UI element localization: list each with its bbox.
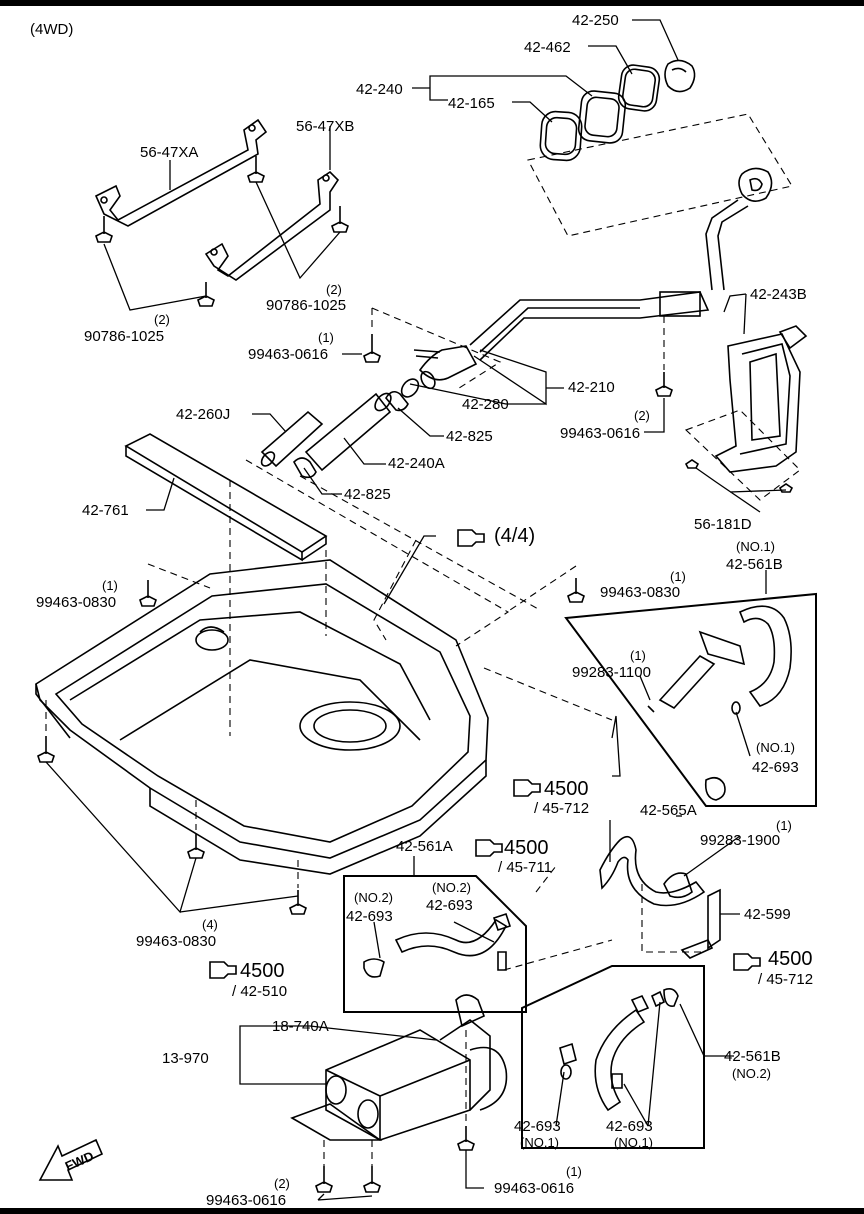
part-18-740A: 18-740A	[272, 1018, 329, 1035]
part-42-825-b: 42-825	[344, 486, 391, 503]
part-42-210: 42-210	[568, 379, 615, 396]
variant-label: (4WD)	[30, 21, 73, 38]
ref-45-712-b: / 45-712	[758, 971, 813, 988]
reference-hand-icon	[209, 529, 761, 979]
part-56-181D: 56-181D	[694, 516, 752, 533]
leader-lines	[45, 19, 787, 1201]
part-42-240A: 42-240A	[388, 455, 445, 472]
ref-42-510: / 42-510	[232, 983, 287, 1000]
part-56-47XA: 56-47XA	[140, 144, 198, 161]
box-42-561B-no1	[564, 592, 817, 807]
part-42-240: 42-240	[356, 81, 403, 98]
part-42-165: 42-165	[448, 95, 495, 112]
no1-a: (NO.1)	[736, 539, 775, 554]
part-42-693-e: 42-693	[606, 1118, 653, 1135]
part-99283-1100: 99283-1100	[572, 664, 651, 681]
ref-4500-c: 4500	[240, 960, 285, 982]
insulator-board	[124, 433, 328, 562]
qty-2-b: (2)	[154, 312, 170, 327]
part-42-561B-b: 42-561B	[724, 1048, 781, 1065]
part-42-280: 42-280	[462, 396, 509, 413]
fwd-label: FWD	[63, 1148, 96, 1174]
fuel-tank	[35, 559, 489, 875]
ref-4500-a: 4500	[544, 778, 589, 800]
ref-4-4: (4/4)	[494, 525, 535, 547]
part-42-243B: 42-243B	[750, 286, 807, 303]
part-56-47XB: 56-47XB	[296, 118, 354, 135]
qty-1-f: (1)	[566, 1164, 582, 1179]
part-42-693-c: 42-693	[426, 897, 473, 914]
part-99463-0616-c: 99463-0616	[494, 1180, 574, 1197]
no1-b: (NO.1)	[756, 740, 795, 755]
qty-2-c: (2)	[634, 408, 650, 423]
part-99463-0830-c: 99463-0830	[136, 933, 216, 950]
part-99463-0830-a: 99463-0830	[36, 594, 116, 611]
part-90786-1025-b: 90786-1025	[84, 328, 164, 345]
fuel-cap-group	[539, 59, 696, 162]
part-42-599: 42-599	[744, 906, 791, 923]
part-42-761: 42-761	[82, 502, 129, 519]
qty-1-c: (1)	[670, 569, 686, 584]
qty-2-a: (2)	[326, 282, 342, 297]
part-42-260J: 42-260J	[176, 406, 230, 423]
part-99463-0616-d: 99463-0616	[206, 1192, 286, 1209]
ref-45-711: / 45-711	[498, 859, 552, 876]
no2-b: (NO.2)	[432, 880, 471, 895]
part-42-250: 42-250	[572, 12, 619, 29]
part-42-565A: 42-565A	[640, 802, 697, 819]
no1-d: (NO.1)	[614, 1135, 653, 1150]
part-99463-0616-a: 99463-0616	[248, 346, 328, 363]
filler-pipe	[413, 113, 793, 390]
box-42-561B-no2	[521, 965, 705, 1149]
qty-1-b: (1)	[102, 578, 118, 593]
part-99463-0830-b: 99463-0830	[600, 584, 680, 601]
part-42-561A: 42-561A	[396, 838, 453, 855]
bolts	[37, 156, 794, 1193]
part-99283-1900: 99283-1900	[700, 832, 780, 849]
qty-2-d: (2)	[274, 1176, 290, 1191]
hoses	[260, 378, 420, 479]
ref-4500-b: 4500	[504, 837, 549, 859]
labels: (4WD) 42-250 42-462 42-240 42-165 56-47X…	[30, 12, 813, 1209]
no1-c: (NO.1)	[520, 1135, 559, 1150]
part-42-462: 42-462	[524, 39, 571, 56]
hose-42-565A	[599, 835, 721, 959]
part-42-561B-a: 42-561B	[726, 556, 783, 573]
qty-1-e: (1)	[776, 818, 792, 833]
part-90786-1025-a: 90786-1025	[266, 297, 346, 314]
mounting-bracket-56-181D	[684, 409, 801, 501]
part-99463-0616-b: 99463-0616	[560, 425, 640, 442]
heat-shield	[714, 325, 808, 473]
ref-4500-d: 4500	[768, 948, 813, 970]
fwd-arrow-icon: FWD	[38, 1138, 104, 1181]
part-42-693-b: 42-693	[346, 908, 393, 925]
qty-4: (4)	[202, 917, 218, 932]
part-13-970: 13-970	[162, 1050, 209, 1067]
no2-a: (NO.2)	[354, 890, 393, 905]
box-42-561A	[343, 875, 527, 1013]
part-42-693-d: 42-693	[514, 1118, 561, 1135]
bottom-border	[0, 1208, 864, 1214]
ref-45-712-a: / 45-712	[534, 800, 589, 817]
charcoal-canister	[290, 994, 508, 1141]
part-42-825-a: 42-825	[446, 428, 493, 445]
guide-lines	[45, 307, 665, 1166]
qty-1-a: (1)	[318, 330, 334, 345]
no2-c: (NO.2)	[732, 1066, 771, 1081]
part-42-693-a: 42-693	[752, 759, 799, 776]
qty-1-d: (1)	[630, 648, 646, 663]
brackets	[94, 118, 340, 281]
top-border	[0, 0, 864, 6]
